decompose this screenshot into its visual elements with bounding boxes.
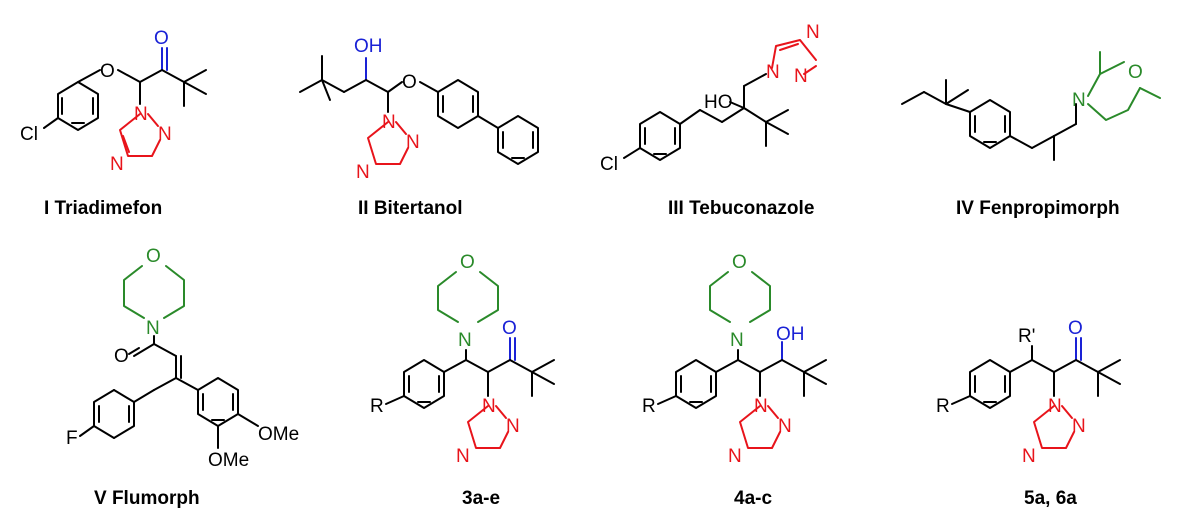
atom-r-label: R xyxy=(370,396,384,417)
atom-fluorine-label: F xyxy=(66,428,78,449)
caption-4a-c: 4a-c xyxy=(734,488,772,509)
structure-flumorph: O N O F OMe OMe V Flumorph xyxy=(66,246,299,509)
atom-n4-label: N xyxy=(1022,446,1036,467)
atom-r-label: R xyxy=(936,396,950,417)
atom-n2-label: N xyxy=(1072,416,1086,437)
atom-morpholine-nitrogen-label: N xyxy=(458,330,472,351)
caption-tebuconazole: III Tebuconazole xyxy=(668,198,814,219)
atom-n2-label: N xyxy=(794,66,808,87)
atom-n2-label: N xyxy=(158,124,172,145)
atom-n4-label: N xyxy=(356,162,370,183)
atom-morpholine-oxygen-label: O xyxy=(732,252,747,273)
caption-5a-6a: 5a, 6a xyxy=(1024,488,1077,509)
atom-oxygen-label: O xyxy=(100,61,115,82)
structure-triadimefon: O O N N N Cl I Triadimefon xyxy=(20,28,207,219)
caption-bitertanol: II Bitertanol xyxy=(358,198,463,219)
atom-carbonyl-oxygen-label: O xyxy=(1068,318,1083,339)
atom-morpholine-oxygen-label: O xyxy=(460,252,475,273)
atom-n4-label: N xyxy=(728,446,742,467)
caption-flumorph: V Flumorph xyxy=(94,488,200,509)
atom-oxygen-label: O xyxy=(1128,62,1143,83)
caption-3a-e: 3a-e xyxy=(462,488,500,509)
atom-n4-label: N xyxy=(806,22,820,43)
structure-fenpropimorph: N O IV Fenpropimorph xyxy=(901,51,1161,219)
atom-ether-oxygen-label: O xyxy=(402,72,417,93)
atom-r-label: R xyxy=(642,396,656,417)
caption-fenpropimorph: IV Fenpropimorph xyxy=(956,198,1120,219)
atom-hydroxyl-label: OH xyxy=(776,324,805,345)
atom-nitrogen-label: N xyxy=(1072,90,1086,111)
atom-morpholine-nitrogen-label: N xyxy=(146,318,160,339)
atom-n2-label: N xyxy=(778,416,792,437)
structure-bitertanol: OH O N N N II Bitertanol xyxy=(299,36,539,219)
atom-hydroxyl-label: OH xyxy=(354,36,383,57)
structure-tebuconazole: HO N N N Cl III Tebuconazole xyxy=(600,22,820,219)
atom-morpholine-nitrogen-label: N xyxy=(730,330,744,351)
atom-carbonyl-oxygen-label: O xyxy=(502,318,517,339)
atom-n2-label: N xyxy=(506,416,520,437)
atom-n4-label: N xyxy=(456,446,470,467)
atom-r-prime-label: R' xyxy=(1018,326,1035,347)
atom-chlorine-label: Cl xyxy=(600,154,618,175)
atom-morpholine-oxygen-label: O xyxy=(146,246,161,267)
atom-n1-label: N xyxy=(1048,396,1062,417)
atom-n1-label: N xyxy=(766,62,780,83)
structure-3a-e: O N O R N N N 3a-e xyxy=(370,252,555,509)
atom-n4-label: N xyxy=(110,154,124,175)
structure-5a-6a: R' O R N N N 5a, 6a xyxy=(936,318,1121,509)
atom-n1-label: N xyxy=(382,112,396,133)
caption-triadimefon: I Triadimefon xyxy=(44,198,162,219)
atom-n1-label: N xyxy=(482,396,496,417)
atom-hydroxyl-label: HO xyxy=(704,92,733,113)
atom-carbonyl-oxygen-label: O xyxy=(154,28,169,49)
atom-n2-label: N xyxy=(406,132,420,153)
atom-methoxy-label-2: OMe xyxy=(208,450,249,471)
atom-n1-label: N xyxy=(134,104,148,125)
atom-chlorine-label: Cl xyxy=(20,124,38,145)
atom-carbonyl-oxygen-label: O xyxy=(114,346,129,367)
structure-4a-c: O N OH R N N N 4a-c xyxy=(642,252,827,509)
atom-methoxy-label-1: OMe xyxy=(258,424,299,445)
atom-n1-label: N xyxy=(754,396,768,417)
